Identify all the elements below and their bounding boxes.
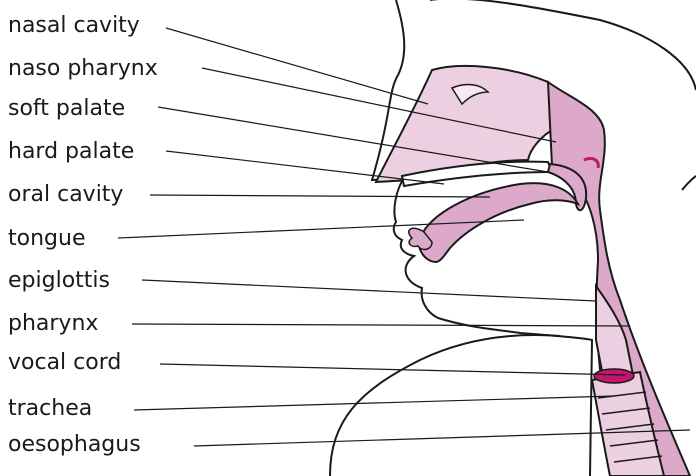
label-vocal-cord: vocal cord [8,352,121,374]
label-oral-cavity: oral cavity [8,184,123,206]
leader-trachea [134,396,614,410]
label-nasal-cavity: nasal cavity [8,15,140,37]
label-tongue: tongue [8,228,85,250]
label-naso-pharynx: naso pharynx [8,58,158,80]
neck-front-outline [330,335,560,476]
label-pharynx: pharynx [8,313,98,335]
leader-pharynx [132,324,630,326]
label-trachea: trachea [8,398,92,420]
leader-vocal-cord [160,364,626,375]
label-hard-palate: hard palate [8,141,134,163]
ear-outline [682,176,696,190]
tongue-shape [419,183,578,262]
label-soft-palate: soft palate [8,98,125,120]
label-epiglottis: epiglottis [8,270,110,292]
vocal-cord-shape [594,369,634,383]
leader-epiglottis [142,280,596,301]
leader-oral-cavity [150,195,490,197]
leader-nasal-cavity [166,28,428,104]
label-oesophagus: oesophagus [8,434,141,456]
